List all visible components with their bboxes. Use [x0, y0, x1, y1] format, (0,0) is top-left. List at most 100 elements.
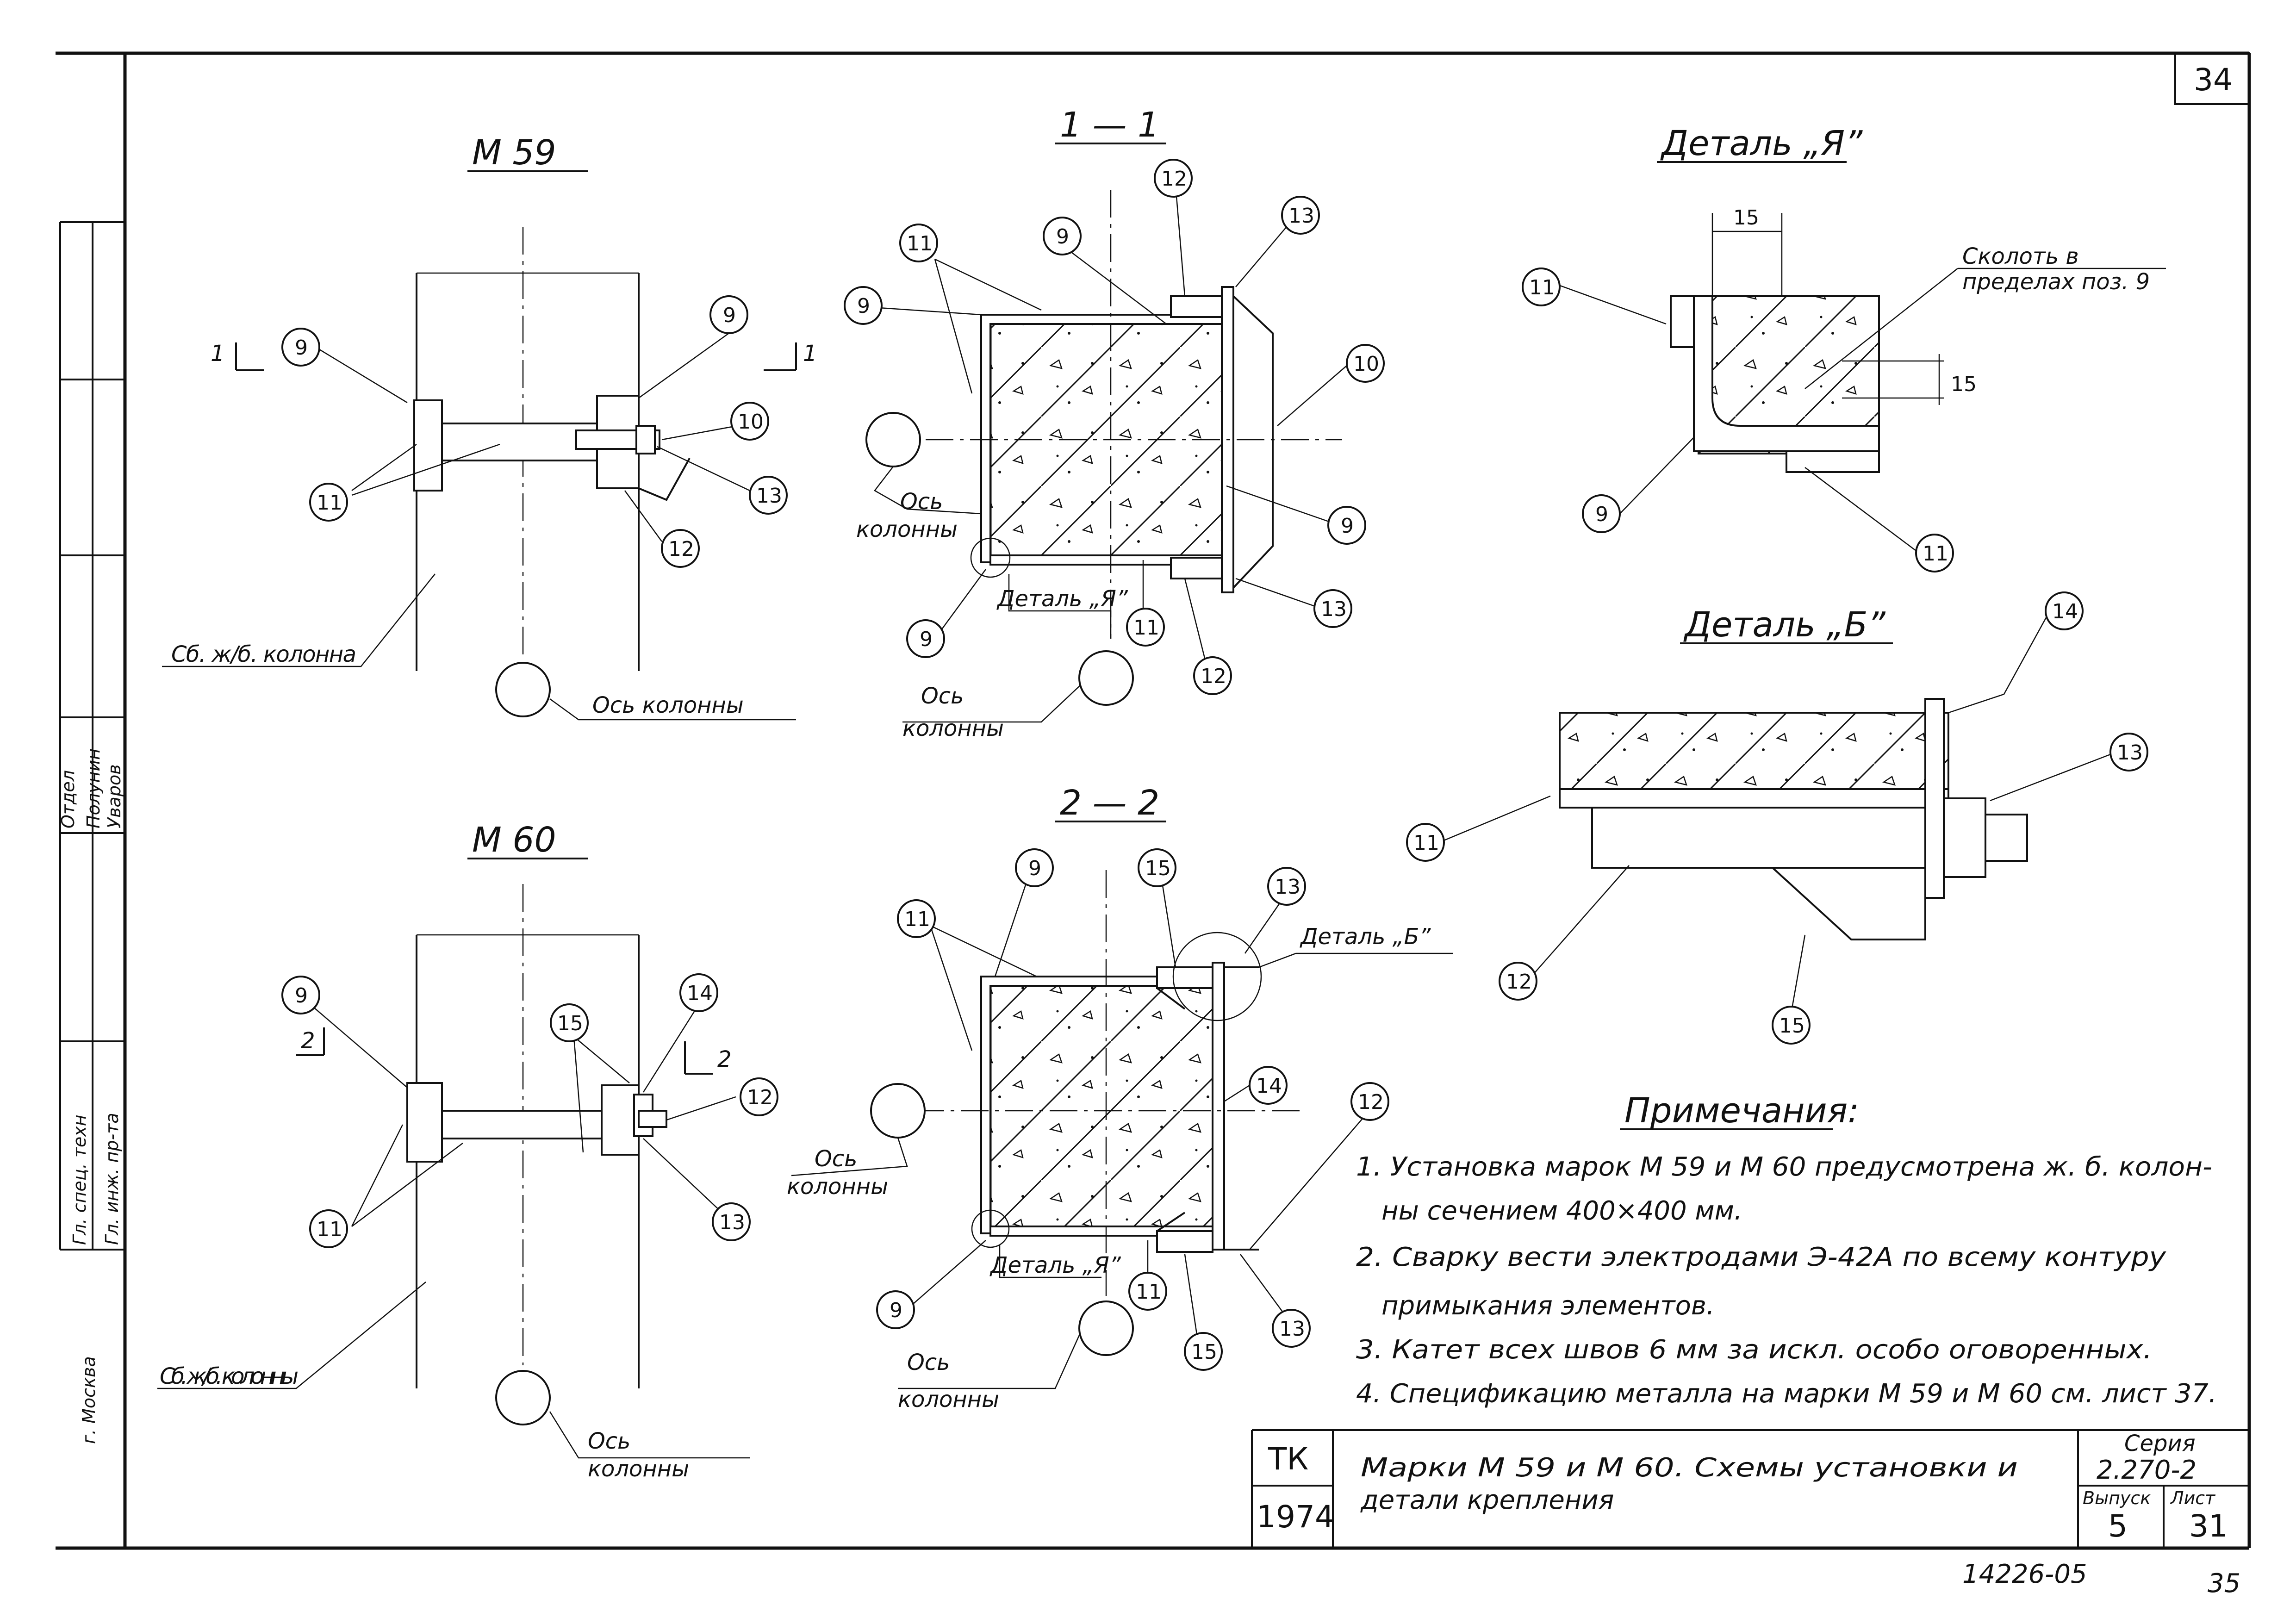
bubble-15: 15 — [1145, 857, 1171, 880]
margin-extra: Отдел — [58, 770, 78, 828]
page-corner-number: 34 — [2194, 62, 2233, 98]
stamp-issue: 5 — [2108, 1508, 2128, 1544]
bubble-11: 11 — [317, 1218, 342, 1241]
bubble-10: 10 — [738, 410, 764, 434]
bubble-9: 9 — [1056, 225, 1069, 249]
m60-section-right: 2 — [717, 1046, 732, 1072]
bubble-11: 11 — [1133, 616, 1159, 640]
bubble-11: 11 — [1529, 276, 1555, 299]
bubble-11: 11 — [1136, 1280, 1162, 1304]
bubble-13: 13 — [1288, 204, 1314, 228]
bubble-11: 11 — [317, 491, 342, 515]
detA-dim2: 15 — [1951, 373, 1977, 396]
stamp-title-2: детали крепления — [1360, 1485, 1614, 1515]
view-detail-a: Деталь „Я” 15 15 Сколоть в пределах поз.… — [1557, 124, 2166, 551]
bubble-15: 15 — [1191, 1340, 1217, 1364]
margin-city: г. Москва — [79, 1356, 99, 1444]
notes-block: Примечания: 1. Установка марок М 59 и М … — [1356, 1091, 2217, 1409]
notes-title: Примечания: — [1624, 1091, 1859, 1131]
s22-bubbles: 11 9 15 13 14 12 9 11 13 15 — [876, 848, 1389, 1371]
s22-title: 2 — 2 — [1060, 783, 1159, 823]
m60-bubbles: 9 15 14 12 11 13 — [281, 973, 778, 1248]
note-line-5: 3. Катет всех швов 6 мм за искл. особо о… — [1356, 1335, 2152, 1365]
detA-note-2: пределах поз. 9 — [1962, 269, 2150, 295]
note-line-6: 4. Спецификацию металла на марки М 59 и … — [1356, 1379, 2217, 1409]
view-section-1-1: 1 — 1 Деталь „Я” Ось колонны Ось колонны — [856, 105, 1347, 741]
detB-title: Деталь „Б” — [1683, 605, 1885, 645]
stamp-year: 1974 — [1257, 1499, 1334, 1535]
bubble-13: 13 — [719, 1211, 745, 1234]
m60-axis-label-2: колонны — [588, 1456, 689, 1482]
bubble-11: 11 — [1413, 831, 1439, 855]
detA-dim1: 15 — [1733, 206, 1759, 230]
bubble-11: 11 — [1923, 542, 1948, 566]
bubble-13: 13 — [1275, 875, 1300, 899]
left-margin-table — [59, 221, 125, 1251]
note-line-2: ны сечением 400×400 мм. — [1381, 1196, 1742, 1226]
stamp-title-1: Марки М 59 и М 60. Схемы установки и — [1361, 1453, 2018, 1483]
bubble-13: 13 — [756, 484, 782, 508]
stamp-org: ТК — [1268, 1441, 1308, 1477]
bubble-11: 11 — [904, 908, 930, 931]
bottom-page: 35 — [2208, 1568, 2240, 1599]
s22-axis-label-2: колонны — [787, 1174, 888, 1200]
bubble-12: 12 — [1161, 167, 1187, 191]
bubble-15: 15 — [557, 1012, 583, 1035]
s11-axis-label-2: колонны — [856, 516, 958, 542]
margin-name-1: Полунин — [83, 748, 104, 828]
bottom-code: 14226-05 — [1962, 1559, 2087, 1589]
stamp-issue-label: Выпуск — [2083, 1488, 2151, 1508]
bubble-14: 14 — [1256, 1074, 1282, 1098]
bubble-9: 9 — [920, 628, 933, 651]
bubble-9: 9 — [857, 294, 870, 318]
detB-bubbles: 14 13 11 12 15 — [1406, 591, 2148, 1045]
stamp-series: 2.270-2 — [2097, 1455, 2196, 1485]
m60-column-label: Сб. ж/б. колонны — [160, 1363, 299, 1389]
bubble-13: 13 — [1321, 597, 1347, 621]
stamp-series-label: Серия — [2124, 1431, 2196, 1456]
s11-axis2-label-1: Ось — [921, 683, 964, 709]
bubble-10: 10 — [1353, 352, 1379, 376]
s22-axis2-label-2: колонны — [898, 1387, 999, 1412]
margin-name-2: Уваров — [104, 764, 124, 828]
title-stamp — [1251, 1429, 2249, 1548]
note-line-3: 2. Сварку вести электродами Э-42А по все… — [1356, 1242, 2166, 1272]
m60-axis-label-1: Ось — [588, 1428, 630, 1454]
detA-title: Деталь „Я” — [1660, 124, 1863, 163]
bubble-15: 15 — [1779, 1014, 1805, 1038]
m59-axis-label: Ось колонны — [592, 692, 744, 718]
bubble-12: 12 — [1358, 1090, 1384, 1114]
m60-title: М 60 — [472, 820, 556, 860]
bubble-9: 9 — [890, 1299, 902, 1322]
s22-axis2-label-1: Ось — [907, 1350, 950, 1375]
bubble-12: 12 — [747, 1086, 773, 1109]
s11-title: 1 — 1 — [1060, 105, 1159, 145]
bubble-9: 9 — [1595, 503, 1608, 526]
bubble-9: 9 — [295, 984, 308, 1008]
s22-axis-label-1: Ось — [815, 1146, 857, 1172]
detA-bubbles: 11 9 11 — [1522, 268, 1954, 572]
bubble-9: 9 — [295, 336, 308, 360]
bubble-9: 9 — [723, 304, 736, 327]
view-m60: М 60 2 2 Ось колонны Сб. ж/б. колонны — [157, 820, 750, 1482]
view-detail-b: Деталь „Б” — [1439, 601, 2111, 1014]
bubble-13: 13 — [1279, 1317, 1305, 1341]
bubble-9: 9 — [1341, 514, 1354, 538]
bubble-9: 9 — [1028, 857, 1041, 880]
m59-section-left: 1 — [211, 341, 225, 367]
bubble-14: 14 — [2052, 600, 2078, 623]
note-line-1: 1. Установка марок М 59 и М 60 предусмот… — [1356, 1152, 2212, 1182]
s11-axis2-label-2: колонны — [902, 716, 1004, 741]
sheet-frame — [56, 51, 2251, 1550]
bubble-12: 12 — [668, 537, 694, 561]
bubble-14: 14 — [687, 982, 713, 1005]
m59-bubbles: 9 9 10 11 13 12 — [281, 295, 788, 568]
bubble-12: 12 — [1506, 970, 1532, 994]
s11-bubbles: 11 9 12 13 9 10 9 13 9 11 12 — [844, 159, 1385, 695]
s22-detail-ref: Деталь „Я” — [989, 1252, 1121, 1278]
view-m59: М 59 1 1 Ось колонны Сб. ж/б. колонна — [162, 133, 817, 721]
stamp-sheet-label: Лист — [2170, 1488, 2216, 1508]
s11-detail-ref: Деталь „Я” — [996, 586, 1128, 612]
stamp-sheet: 31 — [2189, 1508, 2228, 1544]
